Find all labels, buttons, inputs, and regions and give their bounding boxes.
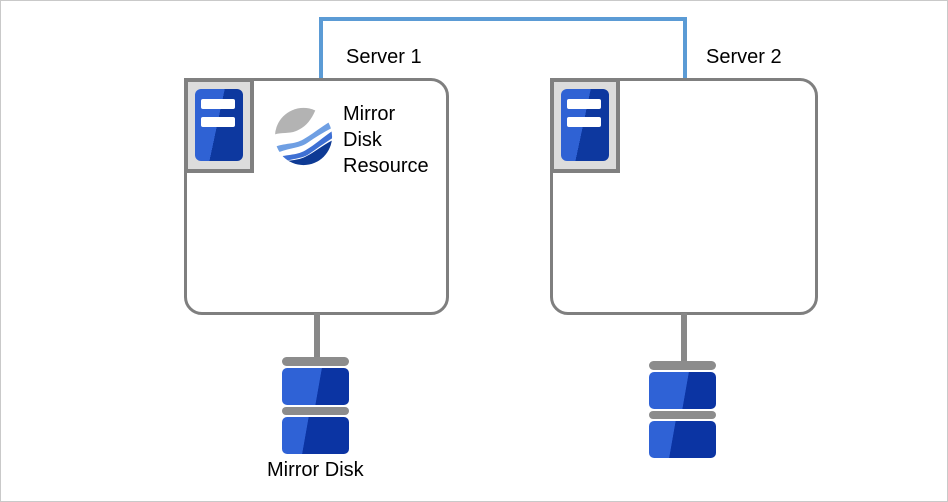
server1-disk-connector [314,313,320,360]
server-tower-body [195,89,243,161]
disk-cap [282,357,349,366]
mirror-disk-resource-line2: Disk [343,129,382,151]
server-tower-icon [184,78,254,173]
disk-cap [649,361,716,370]
mirror-disk-resource-line3: Resource [343,155,429,177]
mirror-disk-resource-label: Mirror Disk Resource [343,101,429,179]
tower-slot-bar [567,99,601,109]
tower-slot-bar [201,117,235,127]
mirror-disk-icon [282,357,349,455]
mirror-disk-resource-line1: Mirror [343,103,396,125]
disk-platter [282,368,349,405]
server-tower-body [561,89,609,161]
server2-label: Server 2 [706,46,782,68]
server-tower-icon [550,78,620,173]
tower-slot-bar [201,99,235,109]
mirror-disk-resource-swirl-icon [274,107,333,166]
disk-platter [282,417,349,454]
server2-disk-connector [681,313,687,364]
server-interconnect-line [319,17,687,78]
disk-divider [649,411,716,419]
disk-platter [649,421,716,458]
server1-label: Server 1 [346,46,422,68]
mirror-disk-icon [649,361,716,459]
disk-platter [649,372,716,409]
tower-slot-bar [567,117,601,127]
mirror-disk-label: Mirror Disk [267,459,364,481]
disk-divider [282,407,349,415]
